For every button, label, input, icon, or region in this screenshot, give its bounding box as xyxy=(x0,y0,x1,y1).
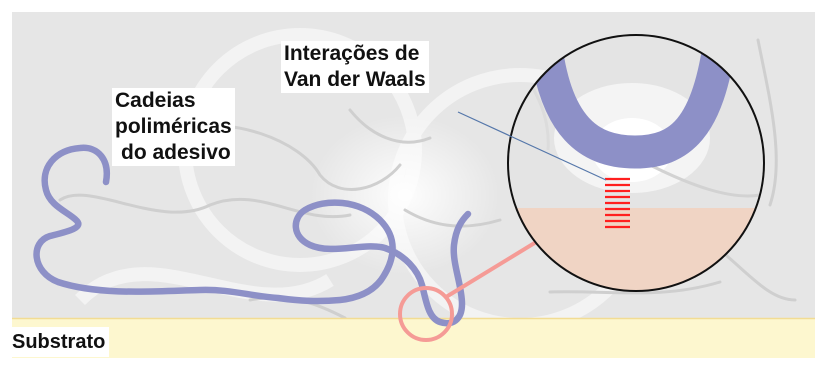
vdw-bonds xyxy=(605,177,630,229)
vdw-label-line-2: Van der Waals xyxy=(284,68,426,91)
vdw-leader-line xyxy=(457,111,607,181)
polymer-chains-label-line-2: poliméricas xyxy=(115,115,232,138)
zoom-connector xyxy=(444,234,548,299)
polymer-chain xyxy=(33,144,472,327)
magnifier-circle-icon xyxy=(507,34,765,292)
zoomed-polymer-chain xyxy=(528,37,737,169)
polymer-chains-label-line-1: Cadeias xyxy=(115,89,196,112)
background-glow xyxy=(310,115,500,275)
polymer-chains-label-line-3: do adesivo xyxy=(121,141,231,164)
vdw-interactions-label: Interações de Van der Waals xyxy=(281,41,429,93)
contact-zone-ring xyxy=(398,286,454,342)
substrate-label: Substrato xyxy=(8,327,110,357)
vdw-label-line-1: Interações de xyxy=(284,42,420,65)
polymer-chains-label: Cadeias poliméricas do adesivo xyxy=(112,88,235,166)
